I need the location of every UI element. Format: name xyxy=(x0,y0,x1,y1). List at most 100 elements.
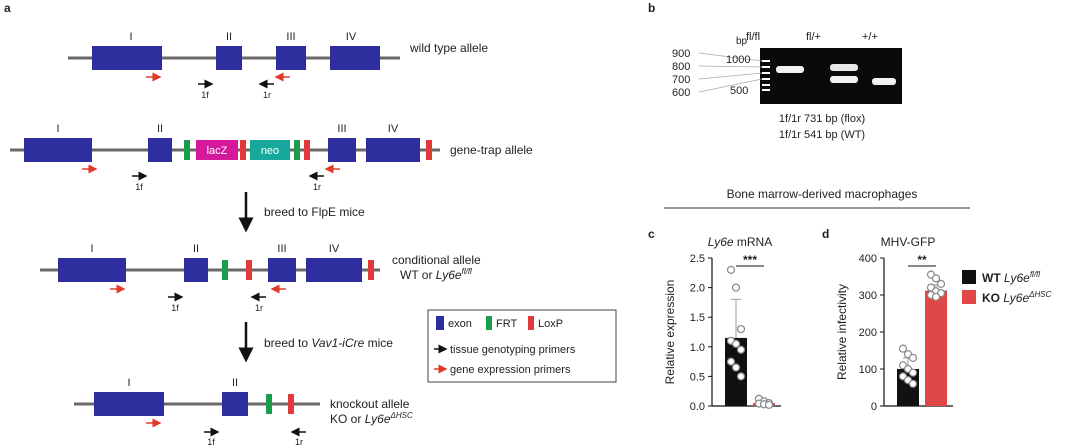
lacz-cassette xyxy=(196,140,238,160)
legend-frt-label: FRT xyxy=(496,318,517,330)
gel-image xyxy=(760,48,902,104)
data-point xyxy=(731,339,741,348)
knockout-label: knockout allele xyxy=(330,397,410,411)
gel-lane-plus-plus: +/+ xyxy=(862,31,878,43)
panel-label-a: a xyxy=(4,1,11,15)
data-point xyxy=(931,274,941,283)
y-axis-label: Relative infectivity xyxy=(835,284,849,380)
significance-label: ** xyxy=(917,253,927,267)
y-tick-label: 200 xyxy=(859,327,877,339)
exon-4 xyxy=(306,258,362,282)
data-point xyxy=(931,292,941,301)
frt-site xyxy=(294,140,300,160)
panel-label-c: c xyxy=(648,227,655,241)
ladder-label-900: 900 xyxy=(672,48,690,60)
legend-exon-label: exon xyxy=(448,318,472,330)
exon-label-4: IV xyxy=(346,31,357,43)
exon-label-2: II xyxy=(193,243,199,255)
exon-label-3: III xyxy=(277,243,286,255)
conditional-label: conditional allele xyxy=(392,253,481,267)
loxp-site xyxy=(304,140,310,160)
exon-4 xyxy=(366,138,420,162)
exon-2 xyxy=(148,138,172,162)
knockout-allele: I II 1f 1r knockout allele KO or Ly6eΔHS… xyxy=(74,377,413,447)
exon-label-1: I xyxy=(90,243,93,255)
gel-bp-label: bp xyxy=(736,36,748,47)
primer-label-1f: 1f xyxy=(135,182,143,192)
frt-site xyxy=(222,260,228,280)
neo-label: neo xyxy=(261,145,279,157)
data-point xyxy=(908,353,918,362)
ladder-label-800: 800 xyxy=(672,61,690,73)
exon-3 xyxy=(276,46,306,70)
data-point xyxy=(736,324,746,334)
bar xyxy=(725,337,747,406)
frt-site xyxy=(266,394,272,414)
data-point xyxy=(908,368,918,377)
y-tick-label: 1.5 xyxy=(690,312,705,324)
gel-scale-1000: 1000 xyxy=(726,54,750,66)
data-point xyxy=(908,379,918,388)
legend-loxp-label: LoxP xyxy=(538,318,563,330)
frt-site xyxy=(184,140,190,160)
loxp-site xyxy=(426,140,432,160)
exon-label-2: II xyxy=(157,123,163,135)
data-point xyxy=(736,372,746,381)
wild-type-allele: I II III IV 1f 1r wild type allele xyxy=(68,31,488,100)
loxp-site xyxy=(246,260,252,280)
gel-band-wt xyxy=(830,76,858,83)
exon-2 xyxy=(184,258,208,282)
y-tick-label: 2.5 xyxy=(690,253,705,265)
panel-a-legend: exon FRT LoxP tissue genotyping primers … xyxy=(427,309,617,383)
gel-band-flox xyxy=(776,66,804,73)
legend-genotyping-label: tissue genotyping primers xyxy=(450,344,576,356)
exon-label-1: I xyxy=(127,377,130,389)
legend-ko-swatch xyxy=(962,290,976,304)
legend-ko-label: KO Ly6eΔHSC xyxy=(982,290,1052,305)
significance-label: *** xyxy=(743,253,757,267)
chart-d-title: MHV-GFP xyxy=(881,235,936,249)
y-tick-label: 100 xyxy=(859,364,877,376)
legend-frt-swatch xyxy=(486,316,492,330)
gel-caption-wt: 1f/1r 541 bp (WT) xyxy=(779,129,865,141)
data-point xyxy=(736,345,746,354)
chart-legend: WT Ly6efl/fl KO Ly6eΔHSC xyxy=(962,270,1052,305)
wild-type-label: wild type allele xyxy=(409,41,488,55)
primer-label-1r: 1r xyxy=(255,303,263,313)
primer-label-1f: 1f xyxy=(201,90,209,100)
exon-label-2: II xyxy=(226,31,232,43)
primer-label-1f: 1f xyxy=(207,437,215,447)
exon-label-4: IV xyxy=(388,123,399,135)
data-point xyxy=(731,283,741,292)
exon-label-4: IV xyxy=(329,243,340,255)
primer-label-1r: 1r xyxy=(295,437,303,447)
exon-1 xyxy=(24,138,92,162)
panel-label-b: b xyxy=(648,1,655,15)
gel-scale-500: 500 xyxy=(730,85,748,97)
data-point xyxy=(731,363,741,372)
ladder-label-700: 700 xyxy=(672,74,690,86)
bar xyxy=(925,290,947,406)
gel-lane-fl-fl: fl/fl xyxy=(746,31,760,43)
gel-lane-fl-plus: fl/+ xyxy=(806,31,821,43)
lacz-label: lacZ xyxy=(207,145,228,157)
knockout-genotype-label: KO or Ly6eΔHSC xyxy=(330,411,413,426)
loxp-site xyxy=(240,140,246,160)
chart-c-title: Ly6e mRNA xyxy=(708,235,772,249)
y-tick-label: 300 xyxy=(859,290,877,302)
legend-expression-label: gene expression primers xyxy=(450,364,571,376)
conditional-genotype-label: WT or Ly6efl/fl xyxy=(400,267,472,282)
gene-trap-label: gene-trap allele xyxy=(450,143,533,157)
y-tick-label: 0.0 xyxy=(690,401,705,413)
data-point xyxy=(898,344,908,353)
legend-wt-label: WT Ly6efl/fl xyxy=(982,270,1040,285)
exon-3 xyxy=(268,258,296,282)
primer-label-1r: 1r xyxy=(263,90,271,100)
exon-3 xyxy=(328,138,356,162)
exon-2 xyxy=(222,392,248,416)
exon-label-3: III xyxy=(337,123,346,135)
gel-band-flox xyxy=(830,64,858,71)
